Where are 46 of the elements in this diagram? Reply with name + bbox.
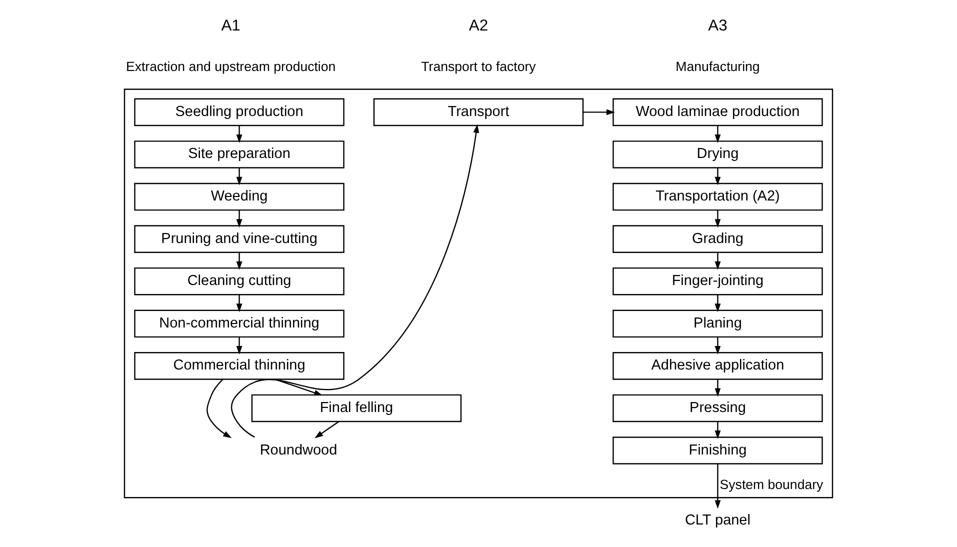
arrow (714, 379, 721, 397)
node-box: Drying (612, 140, 823, 168)
node-box: Pressing (612, 394, 823, 422)
node-text: Roundwood (260, 442, 338, 458)
node-box: Site preparation (134, 140, 344, 168)
node-box: Finishing (612, 436, 823, 464)
arrow (714, 294, 721, 312)
arrow (274, 378, 323, 396)
node-box: Weeding (134, 182, 344, 211)
node-box: Final felling (251, 394, 462, 422)
label: A2 (468, 18, 488, 35)
arrow (236, 252, 242, 270)
arrow (714, 168, 721, 186)
label: Transport to factory (421, 58, 536, 74)
arrow (206, 379, 232, 438)
node-box: Non-commercial thinning (134, 310, 344, 338)
arrow (714, 126, 721, 144)
arrow (714, 337, 721, 354)
arrow (714, 252, 721, 270)
arrow (236, 126, 242, 144)
label: Manufacturing (676, 58, 760, 74)
node-box: Transport (373, 98, 584, 126)
node-box: Adhesive application (612, 352, 823, 380)
arrow (714, 464, 721, 509)
arrow (714, 210, 721, 228)
node-text: CLT panel (684, 512, 750, 528)
node-box: Wood laminae production (612, 98, 823, 126)
node-box: Commercial thinning (134, 352, 344, 380)
arrow (236, 294, 242, 312)
arrow (230, 124, 480, 438)
node-box: Cleaning cutting (134, 267, 344, 296)
node-box: Transportation (A2) (612, 182, 823, 211)
arrow (236, 168, 242, 186)
arrow (583, 109, 615, 116)
label: A1 (221, 18, 240, 35)
node-box: Planing (612, 310, 823, 338)
arrow (314, 421, 340, 438)
node-box: Grading (612, 225, 823, 253)
node-box: Pruning and vine-cutting (134, 225, 344, 253)
arrow (236, 337, 242, 354)
node-box: Finger-jointing (612, 267, 823, 296)
arrow (714, 422, 721, 440)
node-box: Seedling production (134, 98, 344, 126)
arrow (236, 210, 242, 228)
label: Extraction and upstream production (126, 58, 336, 74)
label: A3 (708, 18, 728, 35)
